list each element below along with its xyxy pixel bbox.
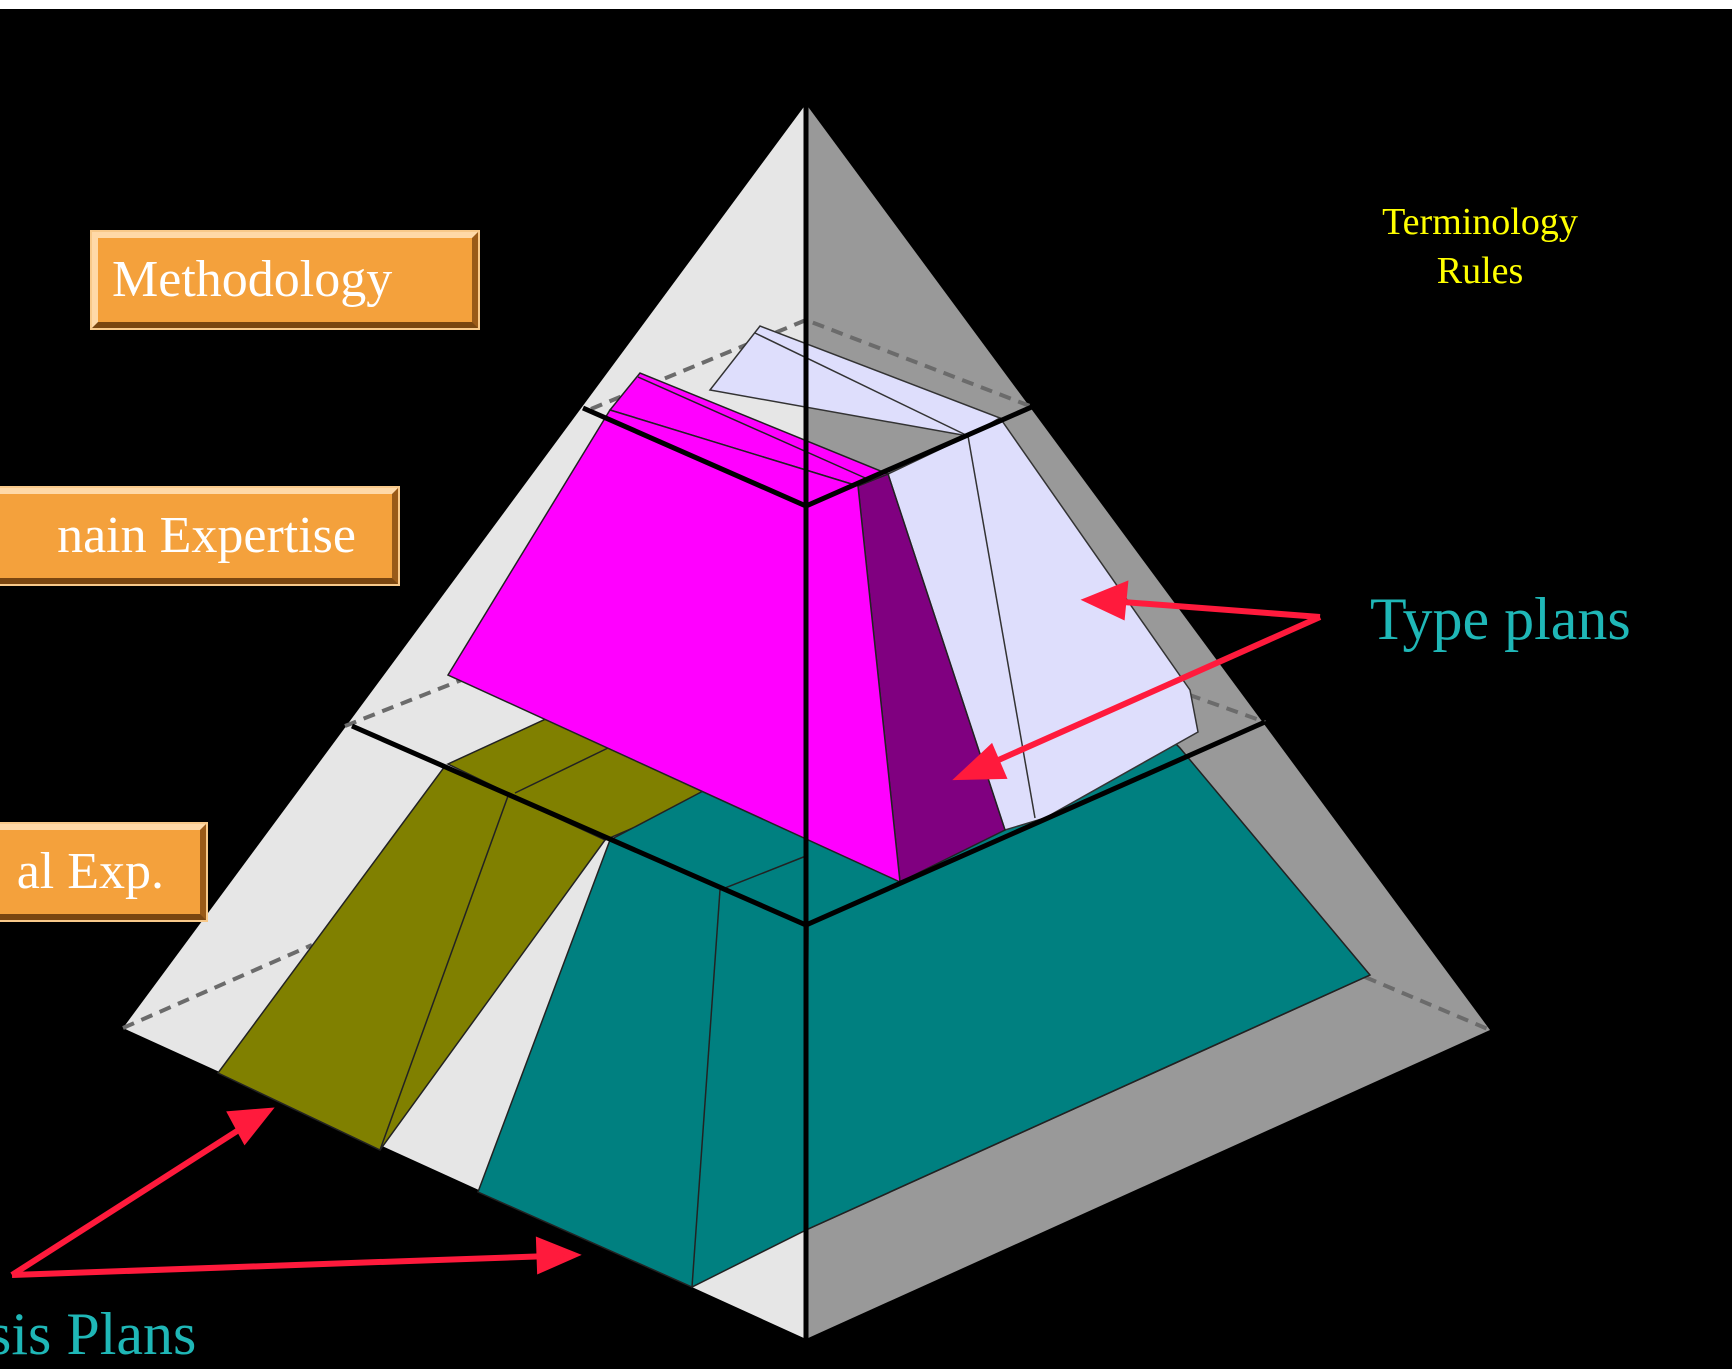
terminology-line: Terminology [1382, 201, 1578, 243]
domain-expertise-label: nain Expertise [57, 507, 356, 564]
top-border [0, 0, 1732, 9]
domain-expertise-label-box: nain Expertise [0, 486, 400, 586]
level-dividers [350, 104, 1267, 1339]
arrows [10, 580, 1322, 1278]
pyramid-graphic [10, 104, 1491, 1339]
rules-line: Rules [1436, 250, 1524, 293]
methodology-label-box: Methodology [90, 230, 480, 330]
general-exp-label: al Exp. [16, 843, 164, 900]
general-exp-label-box: al Exp. [0, 822, 208, 922]
type-plans-label: Type plans [1370, 586, 1631, 652]
terminology-rules-label: Terminology Rules [1340, 198, 1620, 297]
basis-plans-label: sis Plans [0, 1301, 197, 1367]
methodology-label: Methodology [112, 251, 393, 308]
